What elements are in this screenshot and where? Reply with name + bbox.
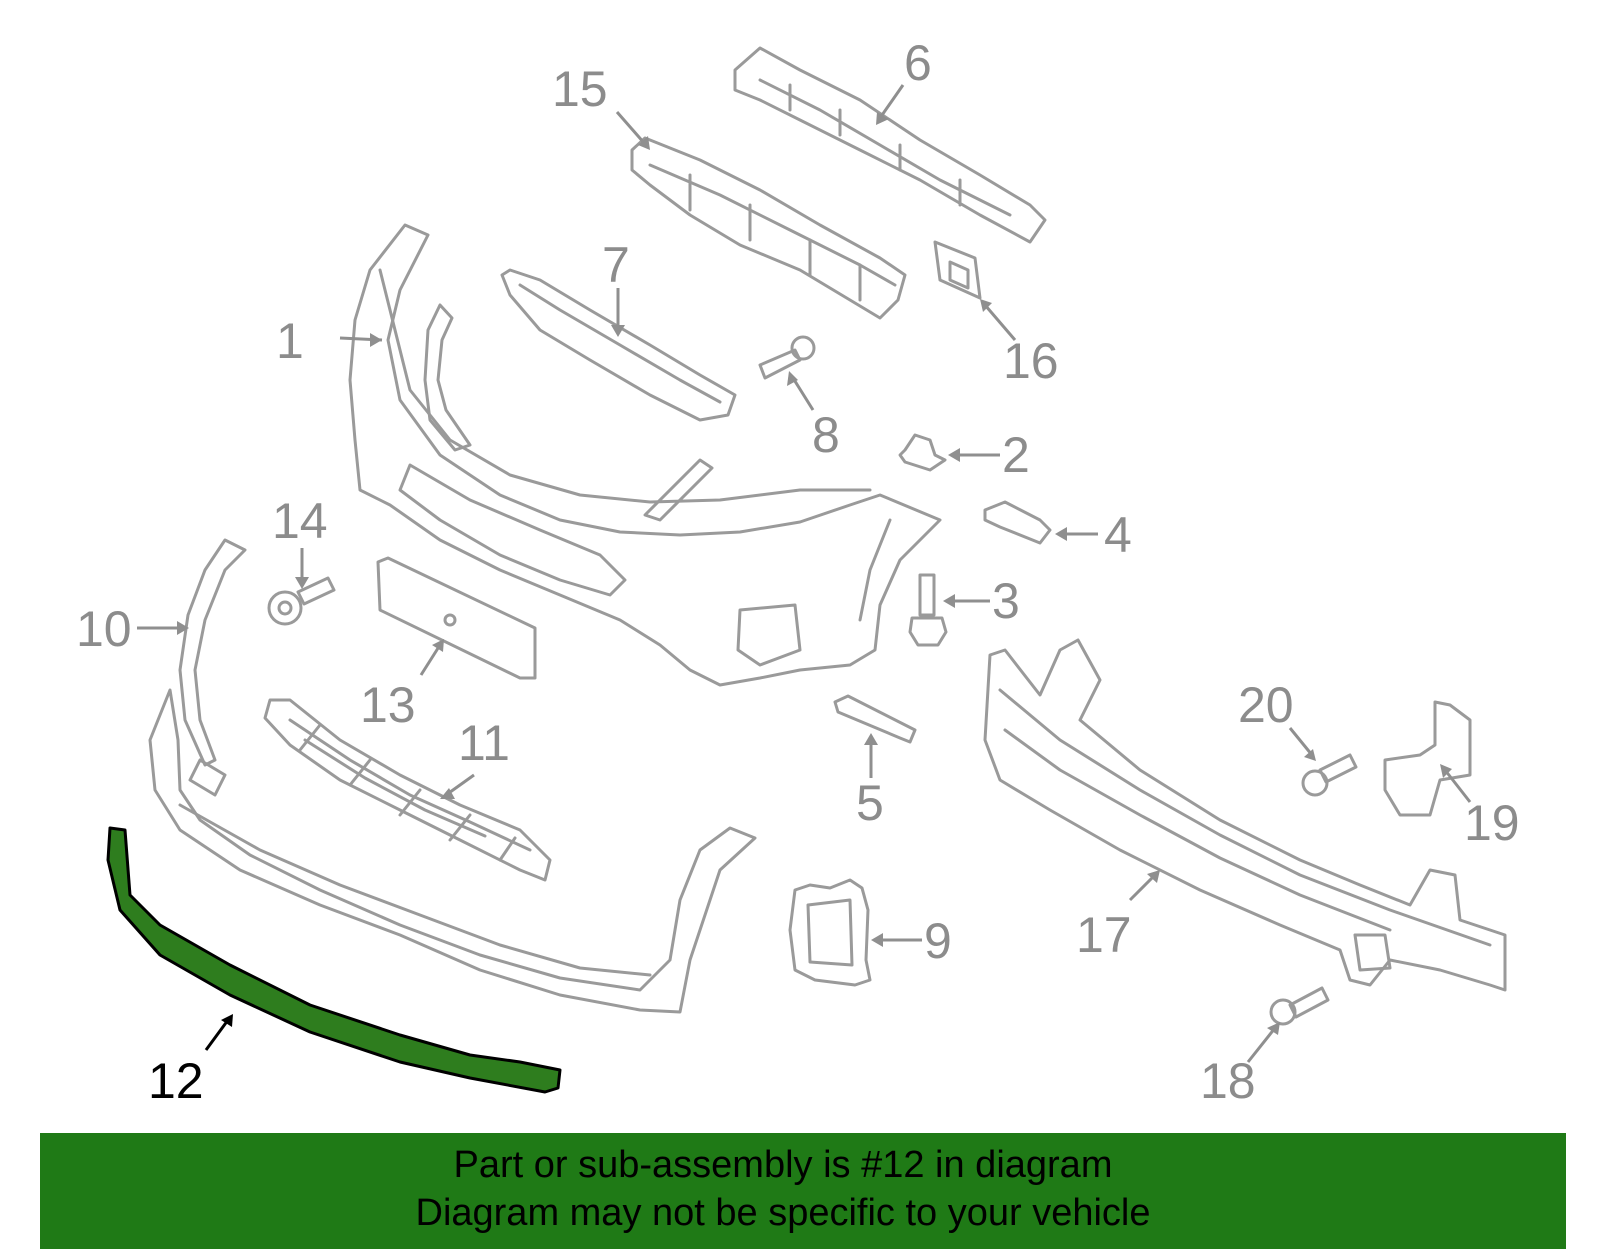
part-1-bumper-cover[interactable]: [348, 223, 942, 687]
part-13-plate-bracket[interactable]: [376, 556, 537, 680]
part-7-grille[interactable]: [500, 268, 737, 422]
callout-15[interactable]: 15: [552, 61, 608, 117]
part-8-bolt[interactable]: [758, 335, 816, 380]
callout-18[interactable]: 18: [1200, 1053, 1256, 1109]
part-4-bracket[interactable]: [983, 500, 1052, 545]
leader-lines: [137, 84, 1472, 1063]
part-2-clip[interactable]: [898, 433, 947, 472]
callout-11[interactable]: 11: [458, 715, 510, 771]
lower-valance: [148, 688, 757, 1014]
callout-4[interactable]: 4: [1104, 507, 1132, 563]
callout-10[interactable]: 10: [76, 601, 132, 657]
part-16-pad[interactable]: [933, 240, 982, 300]
part-20-bolt[interactable]: [1301, 753, 1358, 797]
part-6-upper-absorber[interactable]: [733, 46, 1047, 244]
callout-14[interactable]: 14: [272, 493, 328, 549]
callout-13[interactable]: 13: [360, 677, 416, 733]
callout-2[interactable]: 2: [1002, 427, 1030, 483]
callout-6[interactable]: 6: [904, 35, 932, 91]
callout-16[interactable]: 16: [1003, 333, 1059, 389]
callout-20[interactable]: 20: [1238, 677, 1294, 733]
callout-5[interactable]: 5: [856, 775, 884, 831]
callout-17[interactable]: 17: [1076, 907, 1132, 963]
part-10-molding[interactable]: [178, 538, 247, 767]
banner-line-1: Part or sub-assembly is #12 in diagram: [453, 1144, 1113, 1186]
callout-1[interactable]: 1: [276, 313, 304, 369]
banner-line-2: Diagram may not be specific to your vehi…: [415, 1192, 1151, 1234]
callout-19[interactable]: 19: [1464, 795, 1520, 851]
callout-12[interactable]: 12: [148, 1053, 204, 1109]
part-3-bolt[interactable]: [908, 573, 948, 647]
part-18-bolt[interactable]: [1269, 986, 1330, 1026]
callout-9[interactable]: 9: [924, 913, 952, 969]
callout-8[interactable]: 8: [812, 407, 840, 463]
part-11-lower-grille[interactable]: [263, 698, 552, 882]
part-14-bolt[interactable]: [267, 576, 336, 626]
callout-7[interactable]: 7: [602, 237, 630, 293]
part-19-bracket[interactable]: [1383, 700, 1472, 817]
part-9-trim[interactable]: [788, 878, 872, 987]
part-12-lower-strip[interactable]: [106, 826, 562, 1094]
part-15-absorber[interactable]: [630, 136, 907, 320]
callout-3[interactable]: 3: [992, 573, 1020, 629]
part-17-reinforcement-beam[interactable]: [983, 638, 1507, 992]
info-banner: Part or sub-assembly is #12 in diagram D…: [40, 1133, 1566, 1249]
part-5-bracket[interactable]: [833, 694, 917, 744]
callout-labels: 1 2 3 4 5 6 7 8 9 10 11 12 13 14 15 16 1…: [76, 35, 1520, 1109]
